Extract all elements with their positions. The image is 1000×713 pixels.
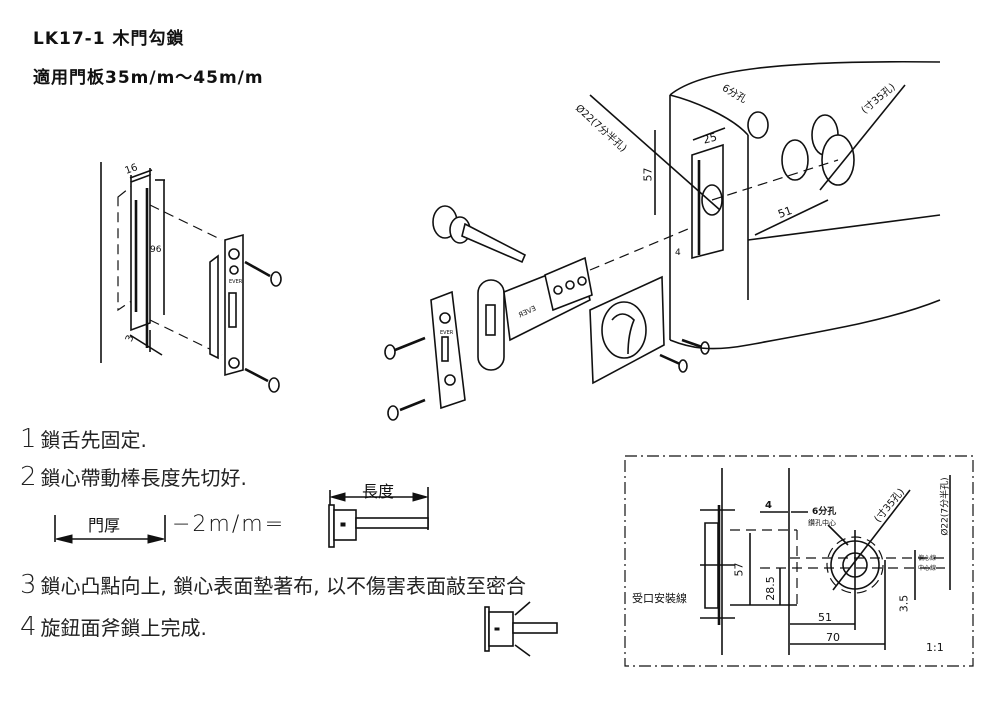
- cylinder-tap-in-sketch: [484, 601, 558, 657]
- screw-hole: [229, 265, 239, 275]
- step-number: 4: [20, 612, 37, 642]
- section-frame: [624, 455, 974, 667]
- section-hole-6-label: 6分孔: [812, 507, 837, 517]
- section-hole-center-label: 鑽孔中心: [808, 519, 836, 527]
- section-hole-22-label: Ø22(7分半孔): [940, 477, 951, 536]
- door-dim-57: 57: [641, 167, 655, 182]
- spindle-hole: [747, 111, 769, 139]
- door-thickness-range: 適用門板35m/m～45m/m: [33, 68, 264, 88]
- section-dim-51: 51: [818, 611, 832, 624]
- screw-hole: [228, 357, 240, 369]
- step-number: 1: [20, 424, 37, 454]
- step-text: 鎖舌先固定.: [40, 428, 147, 452]
- section-dim-28-5: 28.5: [763, 576, 777, 601]
- spindle-cylinder: [432, 205, 527, 264]
- step-text: 鎖心帶動棒長度先切好.: [40, 466, 247, 490]
- strike-brand: EVER: [229, 279, 243, 285]
- section-dim-4: 4: [765, 500, 772, 511]
- step-text: 旋鈕面斧鎖上完成.: [40, 616, 207, 640]
- screw: [244, 260, 282, 287]
- scale-label: 1:1: [926, 641, 944, 654]
- door-prep-diagram: [589, 60, 941, 350]
- screw: [244, 367, 280, 393]
- section-dim-3-5: 3.5: [897, 594, 911, 613]
- section-dim-70: 70: [826, 631, 840, 644]
- face-plate-brand: EVER: [440, 330, 454, 336]
- strike-height-dim: 96: [150, 245, 162, 255]
- spindle-length-formula: [54, 487, 429, 548]
- strike-opening: [228, 292, 237, 328]
- step-number: 2: [20, 462, 37, 492]
- installation-section-diagram: [624, 455, 974, 667]
- offset-line-label: 偏心線: [918, 555, 937, 562]
- door-thickness-label: 門厚: [88, 516, 121, 535]
- strike-install-line-label: 受口安裝線: [632, 592, 687, 605]
- door-dim-4: 4: [675, 248, 681, 258]
- diagram-title: LK17-1 木門勾鎖: [33, 29, 185, 49]
- exploded-lock-assembly: [384, 205, 710, 421]
- formula-minus-text: −2m/m=: [172, 512, 286, 537]
- center-line-label: 中心線: [918, 565, 937, 572]
- step-text: 鎖心凸點向上, 鎖心表面墊著布, 以不傷害表面敲至密合: [40, 574, 526, 598]
- strike-plate-diagram: [100, 162, 282, 393]
- screw-hole: [228, 248, 240, 260]
- spindle-length-label: 長度: [362, 482, 395, 501]
- step-number: 3: [20, 570, 37, 600]
- section-dim-57: 57: [732, 562, 746, 577]
